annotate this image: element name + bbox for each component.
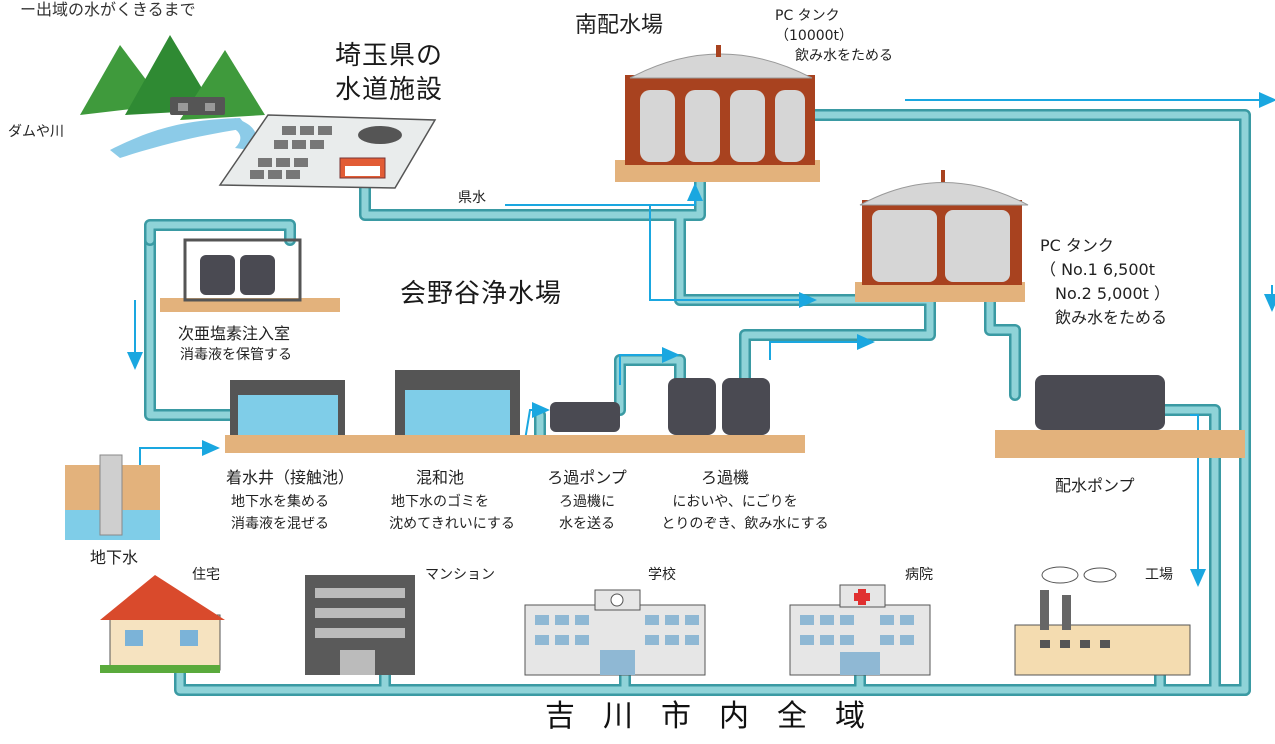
- label-pc-tank-south-2: （10000t）: [775, 28, 854, 44]
- school: [524, 589, 706, 676]
- flow-arrows: [127, 92, 1275, 587]
- label-chlorine-desc: 消毒液を保管する: [180, 347, 292, 363]
- label-mix-desc-1: 地下水のゴミを: [391, 494, 489, 510]
- label-factory: 工場: [1145, 567, 1173, 583]
- prefecture-facility: [218, 114, 437, 189]
- label-pc-tank-south-1: PC タンク: [775, 8, 840, 24]
- top-caption: ー出域の水がくきるまで: [20, 0, 196, 19]
- label-well-desc-2: 消毒液を混ぜる: [231, 516, 329, 532]
- distribution-pump: [995, 375, 1245, 458]
- chlorine-room: [160, 238, 340, 312]
- footer-area: 吉川市内全域: [545, 699, 893, 734]
- south-station-tank: [615, 45, 820, 182]
- label-house: 住宅: [192, 567, 220, 583]
- label-filter-pump-desc-1: ろ過機に: [559, 494, 615, 510]
- groundwater-well: [65, 454, 160, 540]
- hospital: [789, 584, 931, 676]
- label-dam-river: ダムや川: [8, 124, 64, 140]
- label-groundwater: 地下水: [90, 548, 139, 567]
- pc-tank-no1-no2: [855, 170, 1029, 302]
- label-pc-tank-2-3: No.2 5,000t ）: [1055, 284, 1170, 303]
- label-pc-tank-2-4: 飲み水をためる: [1055, 308, 1168, 327]
- label-filter-pump-desc-2: 水を送る: [559, 516, 615, 532]
- label-distribution-pump: 配水ポンプ: [1055, 476, 1135, 495]
- label-filter-title: ろ過機: [700, 468, 750, 487]
- label-hospital: 病院: [905, 567, 933, 583]
- label-mix-title: 混和池: [415, 468, 465, 487]
- factory: [1014, 566, 1191, 676]
- label-well-title: 着水井（接触池）: [225, 468, 355, 487]
- label-pc-tank-2-2: （ No.1 6,500t: [1040, 260, 1155, 279]
- treatment-units: [225, 370, 805, 453]
- label-filter-desc-2: とりのぞき、飲み水にする: [661, 516, 829, 532]
- label-chlorine-room: 次亜塩素注入室: [178, 324, 291, 343]
- label-mix-desc-2: 沈めてきれいにする: [389, 516, 515, 532]
- mansion: [305, 575, 415, 675]
- label-pc-tank-2-1: PC タンク: [1040, 236, 1114, 255]
- label-well-desc-1: 地下水を集める: [231, 494, 329, 510]
- house: [100, 575, 225, 673]
- label-prefecture-water: 県水: [458, 190, 486, 206]
- label-school: 学校: [648, 567, 676, 583]
- label-prefecture-title-2: 水道施設: [335, 75, 444, 105]
- label-south-station: 南配水場: [575, 13, 664, 38]
- label-pc-tank-south-3: 飲み水をためる: [795, 48, 893, 64]
- label-filter-pump-title: ろ過ポンプ: [547, 468, 627, 487]
- label-prefecture-title-1: 埼玉県の: [335, 41, 444, 71]
- label-filter-desc-1: においや、にごりを: [672, 494, 798, 510]
- mountains-dam-river: [80, 35, 265, 158]
- label-aidaya-plant: 会野谷浄水場: [400, 279, 563, 309]
- label-mansion: マンション: [425, 567, 495, 583]
